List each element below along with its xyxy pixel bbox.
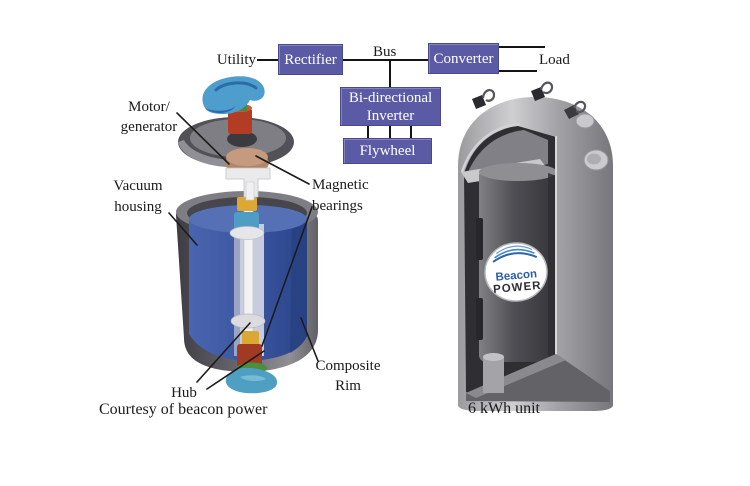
composite-rim-label: Composite Rim (307, 356, 389, 396)
side-boss-inner (587, 153, 601, 165)
upper-bearing-yellow (237, 197, 257, 211)
converter-box: Converter (428, 43, 499, 74)
bus-label: Bus (373, 44, 397, 60)
bidirectional-inverter-box: Bi-directional Inverter (340, 87, 441, 126)
bracket-shaft-stub (245, 181, 255, 201)
leader-lines (168, 112, 319, 390)
motor-stator-top (226, 148, 268, 166)
vacuum-housing-label-line1: Vacuum (113, 178, 163, 194)
top-cap-shade (205, 106, 236, 114)
hub-block (237, 344, 262, 367)
magnetic-bearings-label-line2: bearings (312, 198, 363, 214)
inner-module-right-shade (548, 173, 557, 360)
flywheel-box: Flywheel (343, 138, 432, 164)
beacon-unit-photo: Beacon POWER (458, 81, 613, 411)
logo-text-beacon: Beacon (495, 268, 537, 284)
module-tab-upper (476, 218, 483, 260)
load-label: Load (539, 52, 570, 68)
composite-rim-right-shade (290, 220, 307, 353)
logo-swoosh-3 (495, 245, 533, 255)
hub-label: Hub (171, 385, 197, 401)
lift-hook-3-base (564, 105, 579, 119)
hub-leader-b (206, 350, 265, 390)
block-diagram-connectors (257, 46, 545, 138)
rectifier-box-label: Rectifier (284, 51, 337, 68)
magnetic-bearings-upper-leader (255, 155, 310, 185)
unit-caption: 6 kWh unit (468, 400, 540, 417)
module-tab-lower (476, 298, 483, 340)
converter-box-label: Converter (433, 50, 494, 67)
lift-hook-2-icon (539, 81, 554, 95)
vacuum-housing-label: Vacuum housing (102, 176, 174, 218)
magnetic-bearings-label: Magnetic bearings (312, 175, 369, 217)
bottom-cap-highlight (240, 375, 266, 382)
beacon-power-logo: Beacon POWER (484, 242, 548, 302)
magnetic-bearings-lower-leader (261, 206, 313, 347)
flywheel-box-label: Flywheel (359, 143, 416, 159)
lid-front-lip (178, 140, 236, 168)
magnetic-bearings-label-line1: Magnetic (312, 177, 369, 193)
pedestal-top (483, 353, 504, 361)
lift-hook-3-icon (572, 100, 587, 114)
upper-bearing-teal (234, 212, 259, 230)
logo-swoosh-1 (492, 252, 538, 263)
motor-generator-label: Motor/ generator (105, 97, 193, 137)
motor-generator-label-line2: generator (120, 119, 178, 135)
lower-flange (230, 313, 266, 329)
top-cap-swirl (214, 81, 258, 92)
credit-line: Courtesy of beacon power (99, 401, 268, 418)
rectifier-box: Rectifier (278, 44, 343, 75)
rotor-red-cylinder (228, 108, 252, 134)
rim-bore-shade (234, 224, 240, 356)
lid-hole (227, 131, 257, 147)
composite-rim-label-line1: Composite (315, 358, 381, 374)
inverter-box-label-line1: Bi-directional (348, 89, 433, 106)
vacuum-housing-label-line2: housing (114, 199, 162, 215)
logo-swoosh-2 (494, 248, 535, 259)
motor-generator-leader (176, 112, 230, 165)
pedestal (483, 357, 504, 393)
composite-rim-label-line2: Rim (335, 378, 361, 394)
dome-fitting (575, 113, 595, 129)
motor-generator-label-line1: Motor/ (128, 99, 170, 115)
flywheel-cutaway-illustration (176, 76, 318, 394)
lower-bearing-yellow (242, 331, 259, 346)
logo-text-power: POWER (493, 280, 542, 296)
cut-edge-top (460, 122, 521, 173)
hub-leader-a (196, 322, 251, 383)
inverter-box-label-line2: Inverter (366, 107, 415, 124)
lift-hook-1-base (472, 95, 486, 109)
lift-hook-1-icon (481, 89, 496, 102)
utility-label: Utility (216, 52, 256, 68)
composite-rim-leader (300, 317, 319, 362)
inner-module-top (479, 163, 557, 181)
lift-hook-2-base (531, 87, 545, 101)
upper-flange (229, 226, 265, 240)
vacuum-housing-leader (168, 212, 198, 246)
